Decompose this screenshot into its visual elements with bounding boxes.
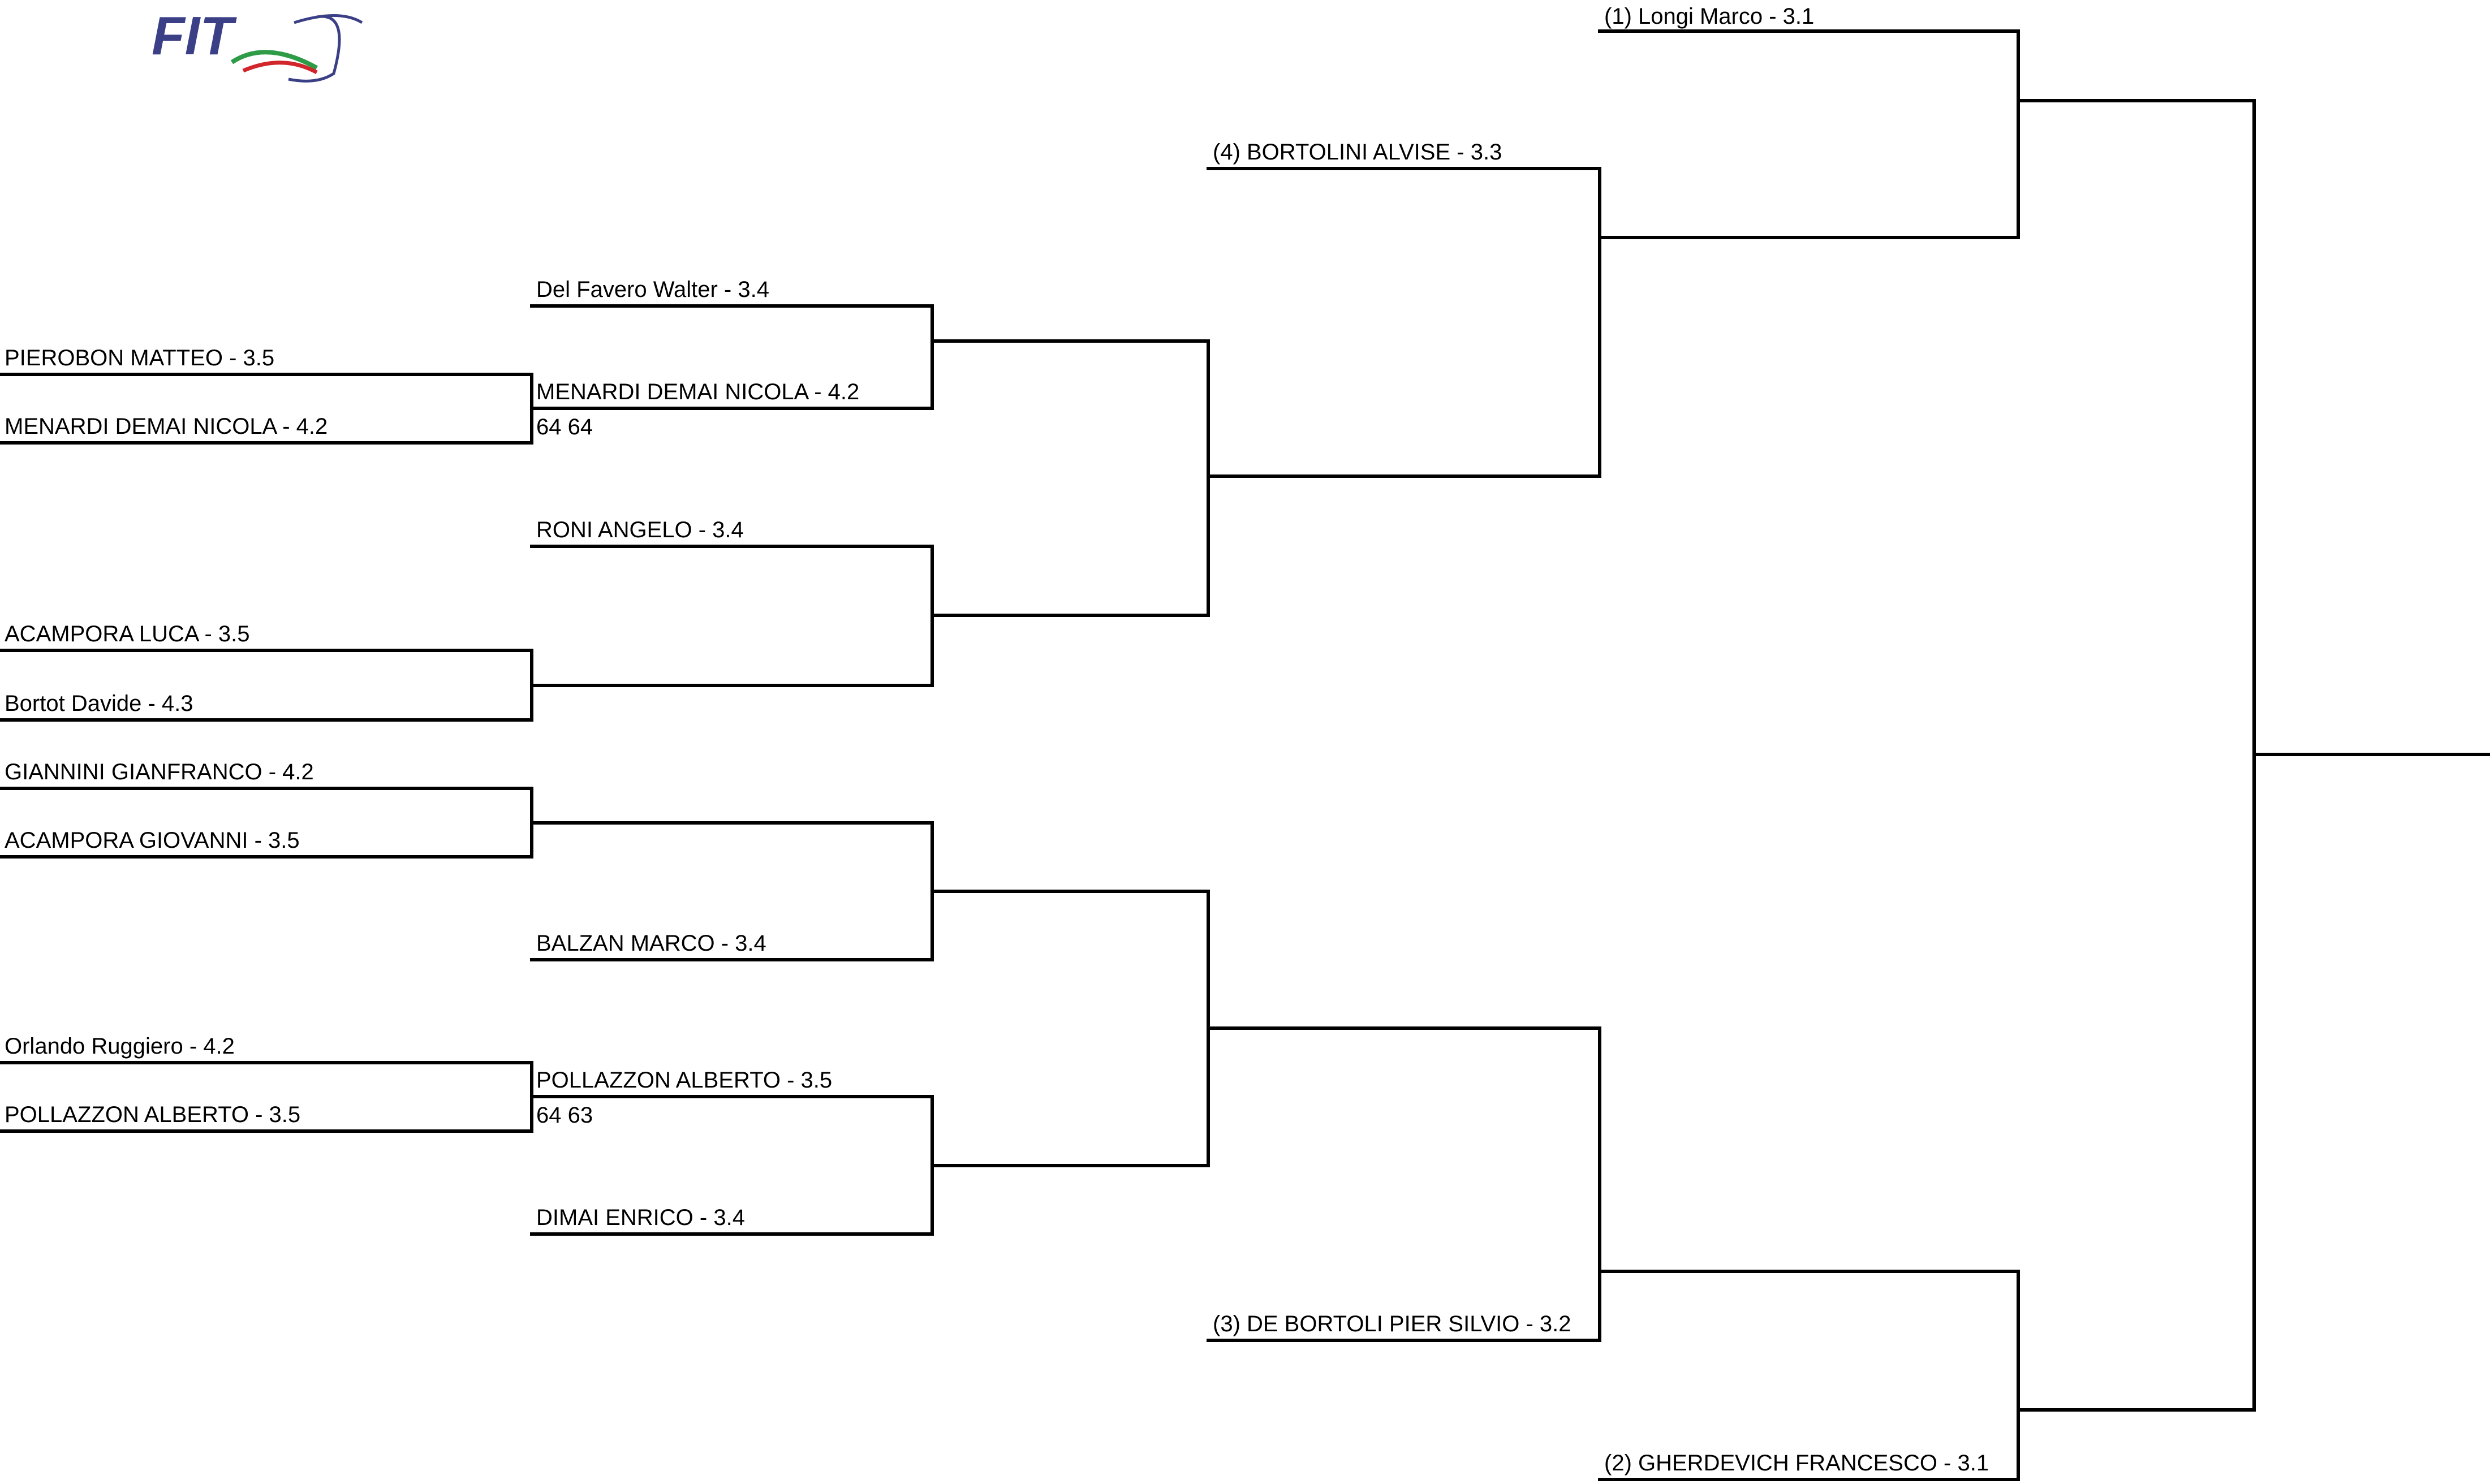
fit-logo-text: FIT [152,6,237,66]
r5-slot-label: (2) GHERDEVICH FRANCESCO - 3.1 [1604,1451,1989,1476]
logo-swoosh-green [230,50,318,70]
r1-slot-label: ACAMPORA LUCA - 3.5 [5,622,249,646]
r2-slot-label: POLLAZZON ALBERTO - 3.5 [536,1068,832,1093]
final [2017,99,2490,1412]
r1-slot-label: PIEROBON MATTEO - 3.5 [5,346,274,370]
logo-swoosh-navy [288,14,363,83]
round2: Del Favero Walter - 3.4 MENARDI DEMAI NI… [530,277,934,1236]
r1-slot-label: ACAMPORA GIOVANNI - 3.5 [5,828,300,853]
round4: (4) BORTOLINI ALVISE - 3.3 (3) DE BORTOL… [1207,140,1601,1342]
r2-slot-label: BALZAN MARCO - 3.4 [536,931,766,956]
logo-swoosh-red [242,61,318,75]
r1-slot-label: POLLAZZON ALBERTO - 3.5 [5,1102,300,1127]
round5: (1) Longi Marco - 3.1 (2) GHERDEVICH FRA… [1598,4,2020,1481]
r2-slot-label: Del Favero Walter - 3.4 [536,277,769,302]
r5-slot-label: (1) Longi Marco - 3.1 [1604,4,1814,29]
r1-slot-label: Orlando Ruggiero - 4.2 [5,1034,235,1059]
round3 [930,339,1210,1167]
r4-slot-label: (4) BORTOLINI ALVISE - 3.3 [1213,140,1502,165]
r2-slot-label: DIMAI ENRICO - 3.4 [536,1205,745,1230]
r1-slot-label: MENARDI DEMAI NICOLA - 4.2 [5,414,328,439]
fit-logo: FIT [152,6,363,83]
r1-slot-label: Bortot Davide - 4.3 [5,691,193,716]
r2-slot-label: RONI ANGELO - 3.4 [536,517,744,542]
r1-slot-label: GIANNINI GIANFRANCO - 4.2 [5,760,314,784]
r4-slot-label: (3) DE BORTOLI PIER SILVIO - 3.2 [1213,1312,1571,1336]
r2-score: 64 64 [536,415,593,439]
r2-slot-label: MENARDI DEMAI NICOLA - 4.2 [536,379,859,404]
r2-score: 64 63 [536,1103,593,1128]
round1: PIEROBON MATTEO - 3.5 MENARDI DEMAI NICO… [0,346,533,1133]
